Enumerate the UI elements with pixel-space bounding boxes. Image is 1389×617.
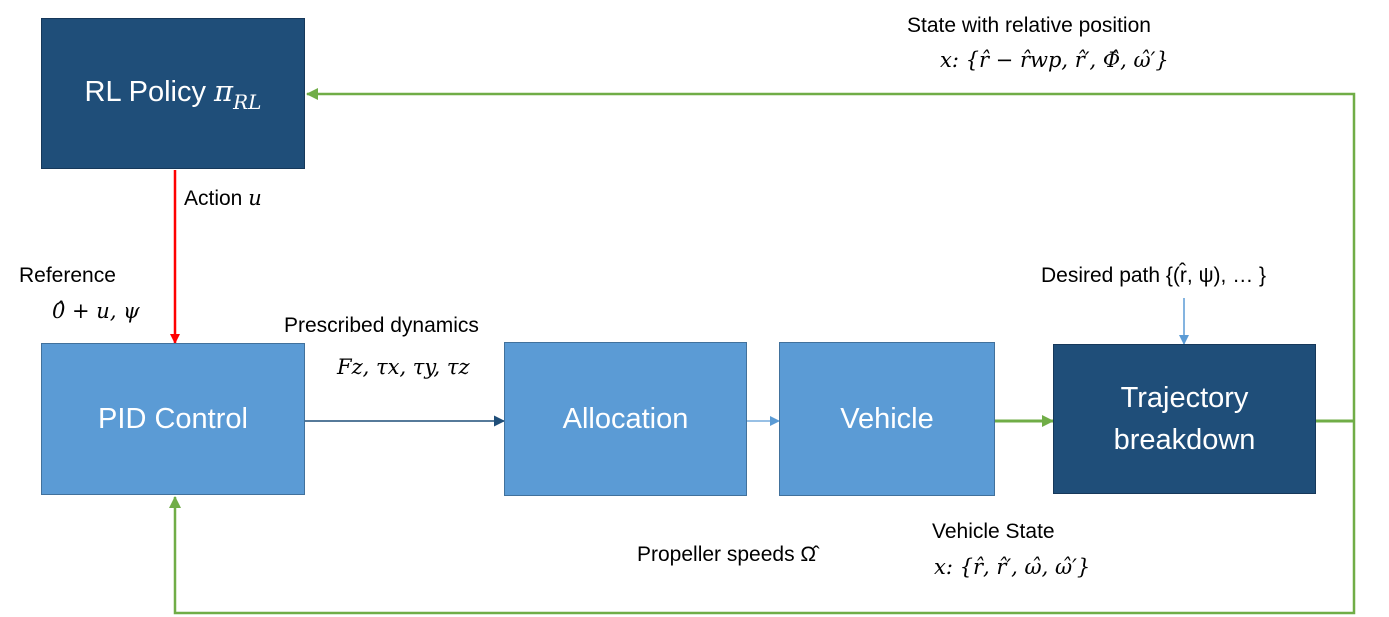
state-feedback-pid-arrow xyxy=(169,421,1356,615)
pi-symbol: π xyxy=(214,74,234,108)
allocation-block: Allocation xyxy=(504,342,747,496)
prescribed-dynamics-equation: Fz, τx, τy, τz xyxy=(337,355,470,379)
action-label: Action u xyxy=(184,186,262,211)
reference-equation: 0̂ + u, ψ xyxy=(52,299,140,323)
prescribed-dynamics-label: Prescribed dynamics xyxy=(284,314,479,337)
state-relative-equation: x: {r̂ − r̂wp, r̂′, Φ̂, ω̂′} xyxy=(940,48,1169,72)
state-feedback-rl-arrow xyxy=(306,88,1356,421)
reference-label: Reference xyxy=(19,264,116,287)
desired-path-label: Desired path {(r̂, ψ), … } xyxy=(1041,264,1267,287)
trajectory-label-line2: breakdown xyxy=(1113,424,1256,456)
vehicle-state-equation: x: {r̂, r̂′, ω̂, ω̂′} xyxy=(934,555,1091,579)
action-symbol: u xyxy=(248,186,262,210)
rl-policy-symbol: πRL xyxy=(214,74,261,114)
action-text: Action xyxy=(184,187,243,210)
pid-control-label: PID Control xyxy=(98,402,248,435)
rl-policy-label: RL Policy πRL xyxy=(85,70,262,117)
vehicle-block: Vehicle xyxy=(779,342,995,496)
allocation-label: Allocation xyxy=(562,402,689,435)
vehicle-label: Vehicle xyxy=(840,402,934,435)
rl-policy-block: RL Policy πRL xyxy=(41,18,305,169)
rl-policy-text: RL Policy xyxy=(84,76,206,108)
trajectory-breakdown-block: Trajectory breakdown xyxy=(1053,344,1316,494)
vehicle-state-label: Vehicle State xyxy=(932,520,1055,543)
pid-control-block: PID Control xyxy=(41,343,305,495)
state-relative-label: State with relative position xyxy=(907,14,1151,37)
propeller-speeds-label: Propeller speeds Ω̂ xyxy=(637,543,817,566)
pi-subscript: RL xyxy=(233,90,262,114)
trajectory-label-line1: Trajectory xyxy=(1120,381,1249,414)
